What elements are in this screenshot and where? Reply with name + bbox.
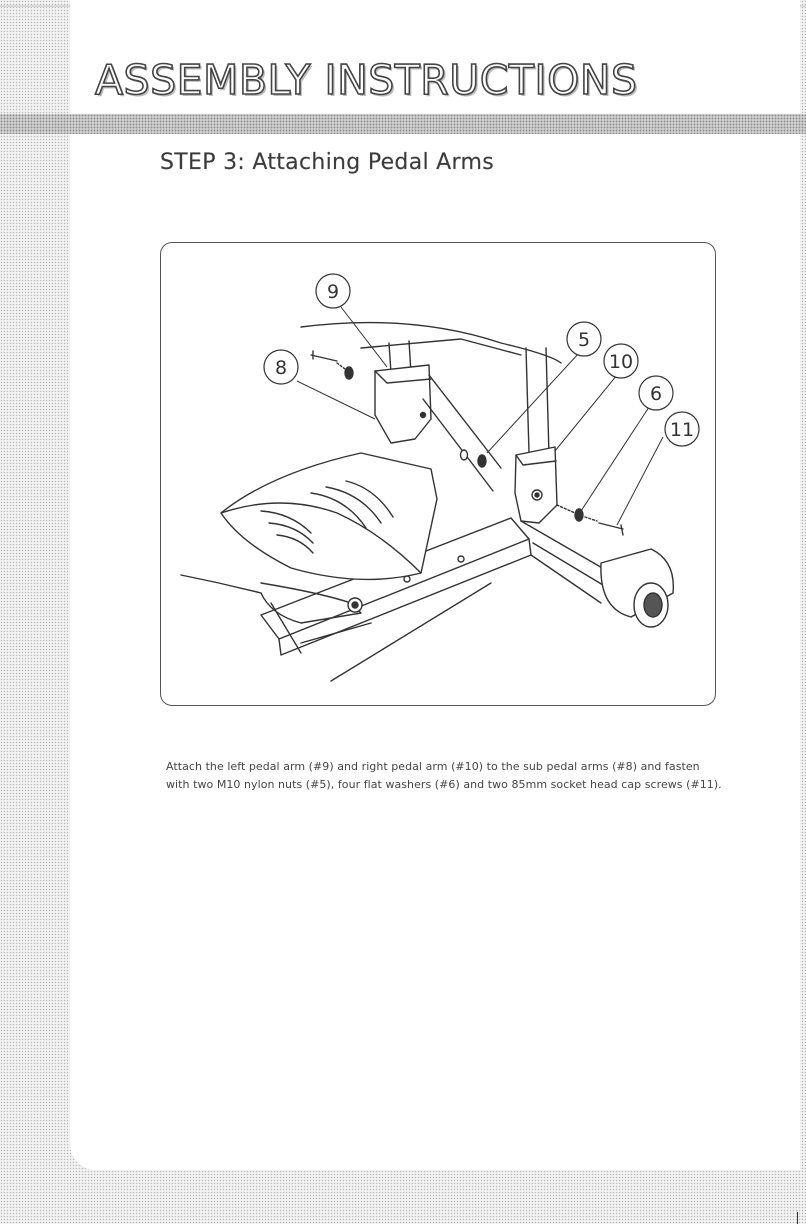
callout-11: 11	[670, 419, 694, 441]
page-edge-mark	[797, 1212, 798, 1224]
washer-6	[575, 509, 583, 521]
left-bracket	[375, 365, 431, 443]
right-upright	[526, 348, 549, 455]
page-heading: ASSEMBLY INSTRUCTIONS	[95, 56, 638, 104]
heading-band	[0, 114, 806, 134]
callout-10: 10	[609, 351, 633, 373]
instruction-text: Attach the left pedal arm (#9) and right…	[166, 758, 726, 793]
pedal	[221, 453, 437, 579]
wheel-hub	[644, 593, 662, 617]
callout-5: 5	[578, 329, 590, 351]
callout-6: 6	[650, 383, 662, 405]
callout-8: 8	[275, 357, 287, 379]
pedal-arm-diagram: 9 8 5 10 6 11	[161, 243, 717, 707]
assembly-figure: 9 8 5 10 6 11	[160, 242, 716, 706]
left-strut	[423, 375, 501, 491]
nut-5	[461, 450, 468, 460]
step-title: STEP 3: Attaching Pedal Arms	[160, 150, 494, 175]
upper-arm-line	[301, 323, 561, 363]
screw-11	[599, 523, 623, 535]
right-bracket	[515, 447, 557, 523]
callout-9: 9	[327, 281, 339, 303]
left-bolt	[311, 351, 337, 361]
